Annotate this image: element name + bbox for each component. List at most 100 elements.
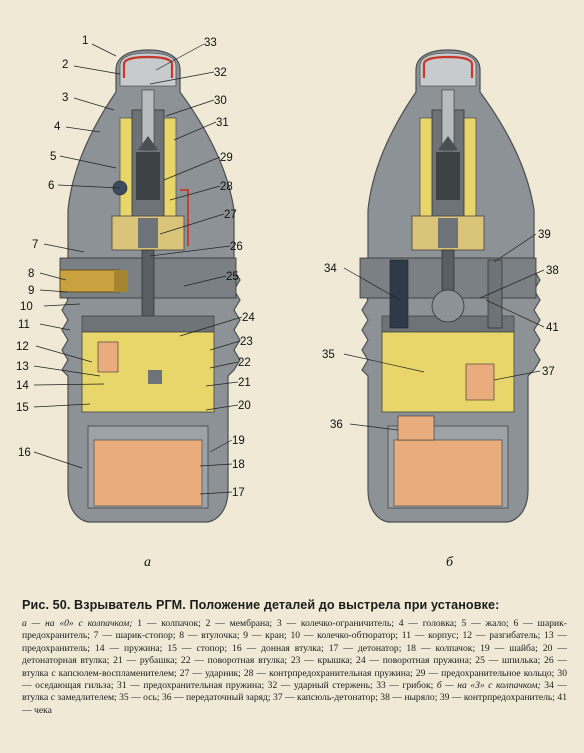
legend-key: 25	[475, 655, 485, 667]
legend-entry: 7 — шарик-стопор;	[94, 630, 180, 641]
legend-text: — детонаторная втулка;	[22, 642, 568, 667]
legend-entry: 37 — капсюль-детонатор;	[273, 692, 380, 703]
legend-text: — предохранитель;	[22, 630, 567, 654]
legend-key: 10	[290, 630, 301, 642]
legend-key: 26	[544, 655, 554, 667]
legend-text: — шайба;	[489, 642, 543, 654]
legend-key: 34	[544, 680, 554, 692]
legend-entry: 34 — втулка с замедлителем;	[22, 680, 567, 703]
legend-entry: 39 — контрпредохранитель;	[440, 692, 558, 703]
legend-entry: 8 — втулочка;	[179, 630, 243, 641]
legend-key: 11	[401, 630, 411, 642]
legend-text: — ныряло;	[389, 692, 440, 704]
legend-text: — на «З» с колпачком;	[441, 680, 545, 692]
legend-entry: 4 — головка;	[399, 618, 462, 629]
legend-text: — мембрана;	[210, 618, 277, 629]
valve-9	[59, 269, 121, 293]
callout-22: 22	[238, 357, 251, 369]
legend-text: — колечко-ограничитель;	[281, 618, 399, 629]
legend-entry: 26 — втулка с капсюлем-воспламенителем;	[22, 655, 567, 678]
callout-37: 37	[542, 366, 555, 378]
legend-entry: 19 — шайба;	[480, 643, 543, 654]
legend-key: 30	[557, 667, 568, 679]
callout-28: 28	[220, 181, 233, 193]
callout-17: 17	[232, 487, 245, 499]
callout-2: 2	[62, 59, 68, 71]
figure-legend: а — на «0» с колпачком; 1 — колпачок; 2 …	[22, 618, 567, 717]
legend-key: 16	[232, 642, 242, 654]
legend-text: — оседающая гильза;	[22, 680, 118, 692]
callout-36: 36	[330, 419, 343, 431]
callout-24: 24	[242, 312, 255, 324]
legend-entry: 22 — поворотная втулка;	[181, 655, 291, 666]
legend-text: — грибок;	[385, 680, 437, 692]
callout-26: 26	[230, 241, 243, 253]
legend-entry: 14 — пружина;	[95, 643, 167, 654]
subfigure-label-a: а	[144, 555, 151, 570]
legend-key: 6	[513, 618, 519, 629]
callout-38: 38	[546, 265, 559, 277]
legend-key: 39	[439, 692, 450, 704]
callout-33: 33	[204, 37, 217, 49]
callout-29: 29	[220, 152, 233, 164]
legend-entry: 23 — крышка;	[291, 655, 356, 666]
legend-text: — кран;	[248, 630, 291, 642]
callout-7: 7	[32, 239, 38, 251]
callout-39: 39	[538, 229, 551, 241]
callout-19: 19	[232, 435, 245, 447]
legend-key: 28	[243, 667, 254, 679]
legend-text: — колечко-обтюратор;	[300, 630, 402, 642]
legend-entry: 20 — детонаторная втулка;	[22, 643, 567, 666]
legend-text: — ось;	[128, 692, 162, 704]
legend-entry: 15 — стопор;	[167, 643, 232, 654]
callout-35: 35	[322, 349, 335, 361]
legend-key: 24	[356, 655, 366, 667]
legend-text: — разгибатель;	[472, 630, 545, 642]
callout-34: 34	[324, 263, 337, 275]
legend-entry: 9 — кран;	[243, 630, 290, 641]
legend-entry: 3 — колечко-ограничитель;	[277, 618, 399, 629]
legend-text: — передаточный заряд;	[171, 692, 274, 704]
callout-4: 4	[54, 121, 61, 133]
legend-text: — детонатор;	[338, 642, 407, 654]
legend-key: 20	[542, 642, 553, 654]
callout-27: 27	[224, 209, 237, 221]
legend-entry: 29 — предохранительное кольцо;	[416, 668, 558, 679]
legend-text: — на «0» с колпачком;	[26, 618, 138, 629]
legend-text: — шпилька;	[484, 655, 545, 667]
legend-key: б	[436, 680, 442, 692]
legend-text: — шарик-стопор;	[98, 630, 180, 642]
plunger-38	[431, 289, 465, 323]
callout-6: 6	[48, 180, 54, 192]
legend-key: 18	[406, 642, 416, 654]
legend-entry: 28 — контрпредохранительная пружина;	[244, 668, 416, 679]
legend-key: 41	[557, 692, 567, 704]
legend-entry: 1 — колпачок;	[137, 618, 205, 629]
legend-entry: 17 — детонатор;	[329, 643, 407, 654]
legend-entry: 31 — предохранительная пружина;	[117, 680, 268, 691]
legend-text: — втулочка;	[184, 630, 244, 642]
callout-30: 30	[214, 95, 227, 107]
legend-key: 23	[290, 655, 301, 667]
callout-15: 15	[16, 402, 29, 414]
legend-key: 22	[180, 655, 191, 667]
callout-16: 16	[18, 447, 31, 459]
legend-entry: 11 — корпус;	[402, 630, 463, 641]
fuze-b	[358, 48, 542, 524]
legend-entry: 38 — ныряло;	[380, 692, 440, 703]
legend-key: 31	[117, 680, 127, 692]
legend-key: 12	[462, 630, 473, 642]
legend-key: 7	[93, 630, 99, 642]
legend-entry: 41 — чека	[22, 692, 567, 715]
legend-key: 33	[376, 680, 386, 692]
legend-entry: 12 — разгибатель;	[463, 630, 545, 641]
legend-text: — втулка с капсюлем-воспламенителем;	[22, 655, 567, 679]
legend-entry: 5 — жало;	[461, 618, 513, 629]
legend-text: — донная втулка;	[241, 642, 329, 654]
legend-text: — головка;	[403, 618, 462, 629]
legend-text: — предохранительная пружина;	[126, 680, 268, 692]
callout-1: 1	[82, 35, 88, 47]
legend-text: — пружина;	[104, 642, 168, 654]
legend-text: — колпачок;	[142, 618, 206, 629]
legend-key: 4	[398, 618, 404, 629]
